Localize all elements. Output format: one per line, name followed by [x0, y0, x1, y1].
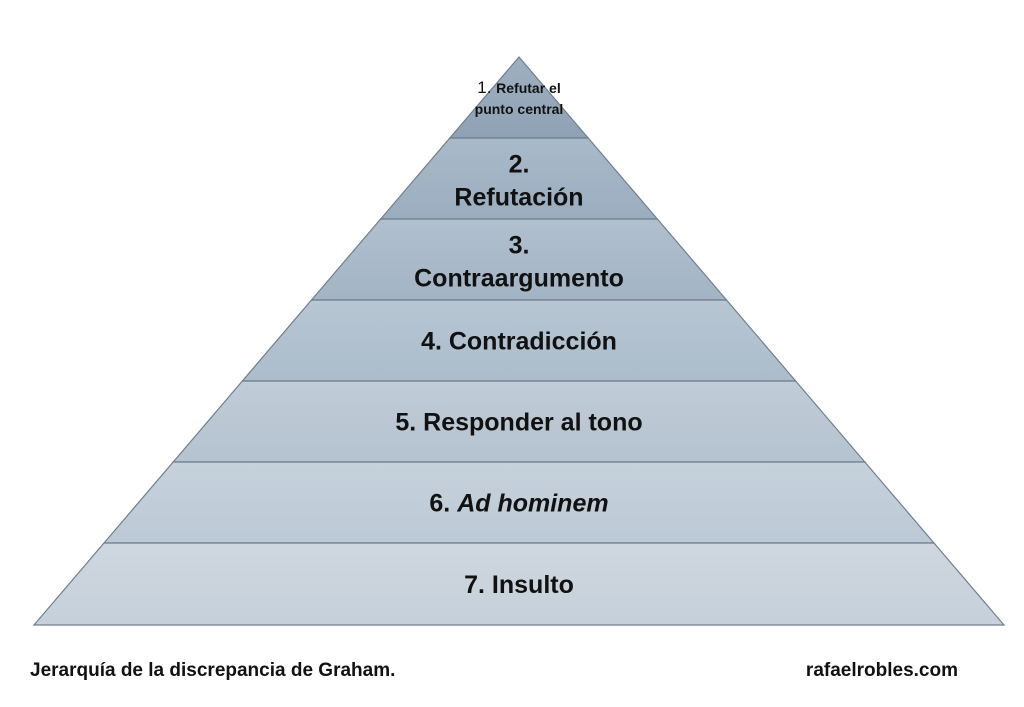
level-label: 6. Ad hominem: [429, 490, 608, 518]
level-text-line: Contradicción: [449, 328, 617, 356]
level-number: 6.: [429, 490, 457, 518]
level-text-line: Insulto: [492, 571, 574, 599]
level-number: 7.: [464, 571, 492, 599]
level-number: 1.: [477, 78, 496, 97]
level-number: 3.: [509, 232, 530, 260]
level-text-line: Ad hominem: [456, 490, 608, 518]
pyramid-level-3: 3. Contraargumento: [310, 218, 728, 301]
site-credit: rafaelrobles.com: [805, 660, 958, 681]
level-label: 1. Refutar el: [477, 78, 560, 97]
level-label: 4. Contradicción: [421, 328, 617, 356]
level-band: [32, 542, 1006, 626]
level-number: 4.: [421, 328, 449, 356]
pyramid-level-7: 7. Insulto: [32, 542, 1006, 626]
level-number: 2.: [509, 151, 530, 179]
pyramid-level-6: 6. Ad hominem: [102, 461, 936, 544]
level-text-line: Contraargumento: [414, 265, 624, 293]
level-band: [448, 56, 590, 139]
level-label: 7. Insulto: [464, 571, 574, 599]
pyramid-level-1: 1. Refutar el punto central: [448, 56, 590, 139]
level-text-line: Refutación: [454, 184, 583, 212]
figure-caption: Jerarquía de la discrepancia de Graham.: [30, 660, 396, 681]
level-text-line: Responder al tono: [423, 409, 642, 437]
level-text-line: Refutar el: [496, 80, 561, 96]
pyramid-level-2: 2. Refutación: [379, 137, 659, 220]
level-label: 5. Responder al tono: [395, 409, 642, 437]
pyramid-level-5: 5. Responder al tono: [171, 380, 867, 463]
level-text-line: punto central: [475, 101, 564, 117]
pyramid-level-4: 4. Contradicción: [241, 299, 797, 382]
level-number: 5.: [395, 409, 423, 437]
